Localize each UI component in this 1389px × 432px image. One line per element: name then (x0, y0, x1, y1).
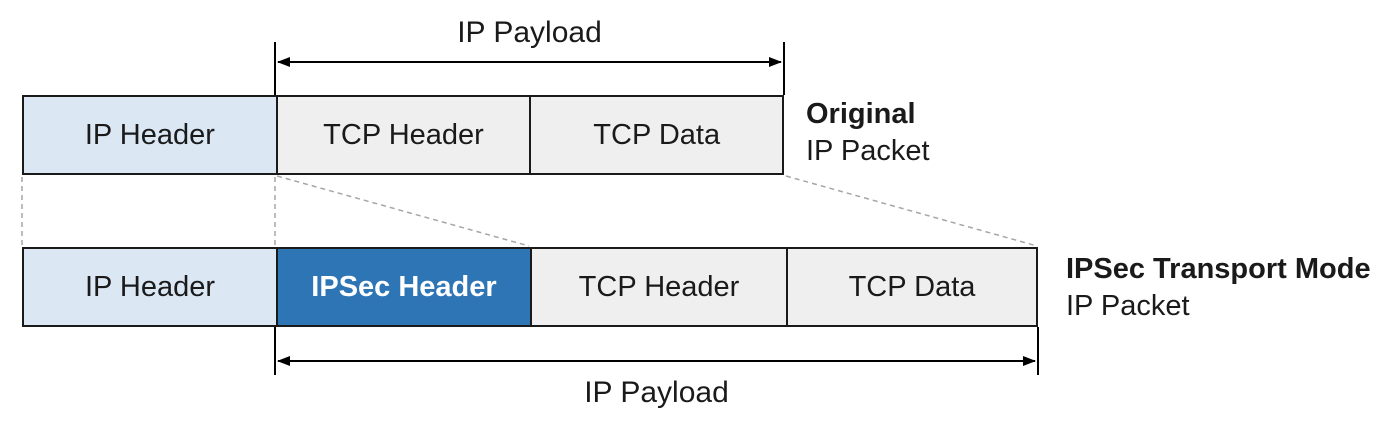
segment-label: IP Header (84, 270, 216, 303)
caption-title: Original (806, 98, 916, 130)
segment-ip-header: IP Header (24, 97, 276, 173)
segment-tcp-header: TCP Header (275, 97, 530, 173)
caption-subtitle: IP Packet (1066, 290, 1190, 322)
segment-tcp-data: TCP Data (529, 97, 783, 173)
segment-label: TCP Header (323, 118, 484, 151)
segment-label: IPSec Header (311, 270, 497, 303)
top-ip-payload-label: IP Payload (457, 16, 602, 49)
segment-label: IP Header (84, 118, 215, 151)
transport-packet-caption: IPSec Transport Mode IP Packet (1066, 251, 1371, 325)
segment-label: TCP Data (848, 270, 976, 303)
segment-label: TCP Data (593, 118, 721, 151)
transport-packet-row: IP Header IPSec Header TCP Header TCP Da… (22, 247, 1038, 327)
bottom-measure-arrow (274, 327, 1039, 375)
dashed-connectors (21, 175, 1038, 247)
original-packet-caption: Original IP Packet (806, 96, 930, 170)
segment-tcp-header: TCP Header (530, 249, 786, 325)
dashed-connector-mid-diagonal (276, 175, 530, 247)
original-packet-row: IP Header TCP Header TCP Data (22, 95, 784, 175)
segment-ip-header: IP Header (24, 249, 276, 325)
bottom-ip-payload-label: IP Payload (584, 376, 729, 409)
segment-label: TCP Header (578, 270, 740, 303)
dashed-connector-right-diagonal (785, 175, 1038, 247)
segment-tcp-data: TCP Data (785, 249, 1036, 325)
segment-ipsec-header: IPSec Header (276, 249, 530, 325)
caption-title: IPSec Transport Mode (1066, 253, 1371, 285)
caption-subtitle: IP Packet (806, 135, 930, 167)
